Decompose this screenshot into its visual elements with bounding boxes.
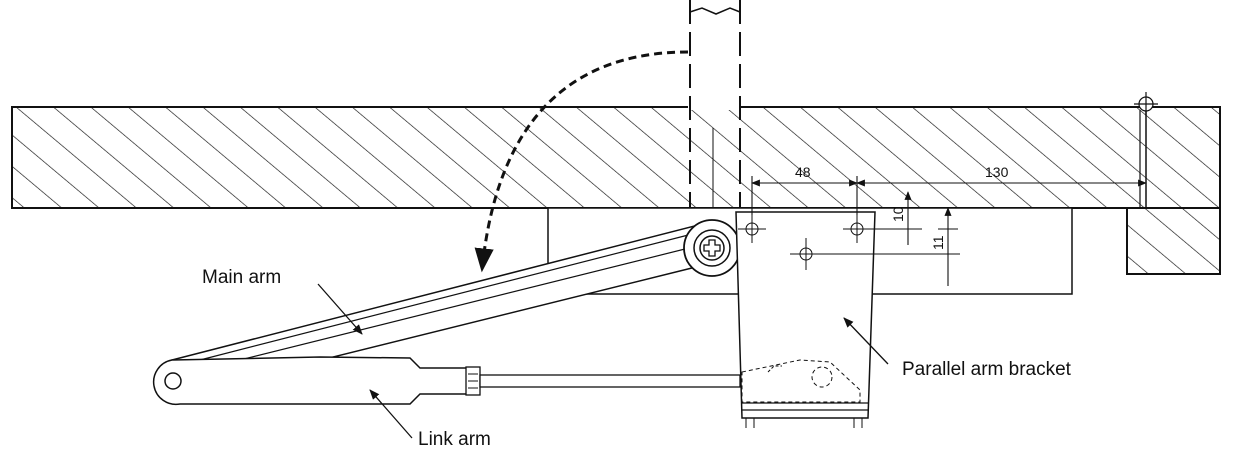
dimension-10: 10 (890, 206, 906, 222)
jamb-reference-mark (1134, 92, 1158, 116)
arm-screw (683, 219, 741, 277)
dimension-130: 130 (985, 164, 1009, 180)
dimension-lines (751, 176, 1147, 286)
dimension-48: 48 (795, 164, 811, 180)
link-arm (152, 356, 741, 406)
door-open-dashed (688, 0, 741, 240)
door-frame-header (11, 100, 1221, 275)
parallel-arm-bracket (735, 211, 876, 428)
label-link-arm: Link arm (418, 429, 491, 450)
label-main-arm: Main arm (202, 267, 281, 288)
label-leaders (317, 283, 889, 439)
dimension-11: 11 (930, 235, 946, 250)
label-parallel-arm-bracket: Parallel arm bracket (902, 359, 1072, 380)
